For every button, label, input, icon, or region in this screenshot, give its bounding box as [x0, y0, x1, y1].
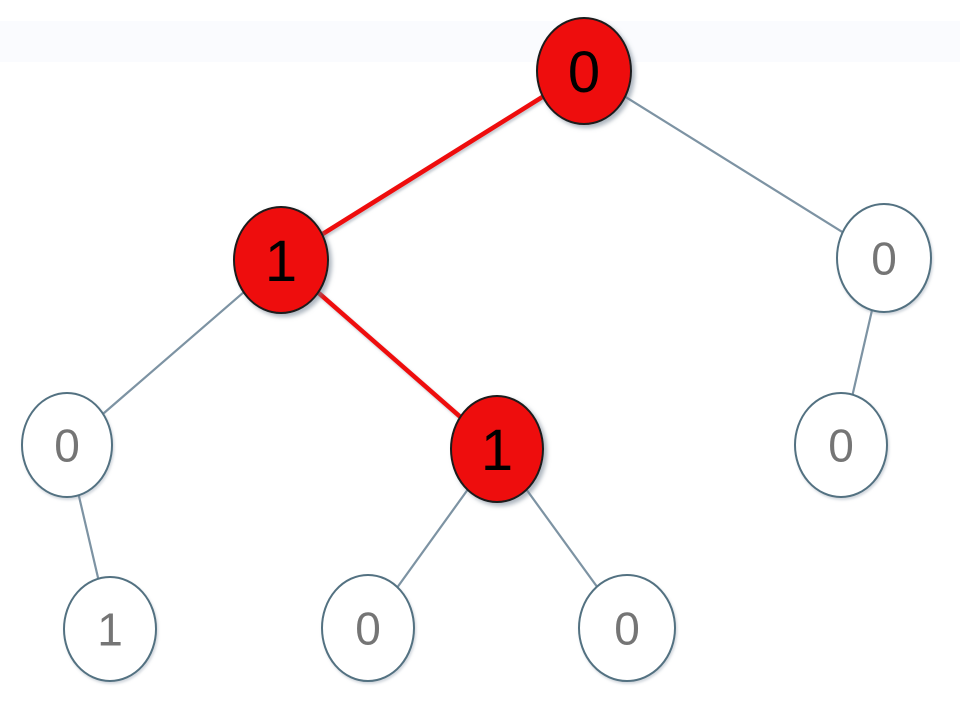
highlighted-node-circle[interactable] — [450, 395, 544, 503]
top-banner — [0, 21, 960, 62]
tree-node-LRL[interactable]: 0 — [321, 574, 415, 682]
tree-node-LR[interactable]: 1 — [450, 395, 544, 503]
tree-node-RR[interactable]: 0 — [794, 392, 888, 498]
tree-node-root[interactable]: 0 — [536, 17, 632, 125]
tree-edge-root-L — [279, 69, 586, 262]
node-circle[interactable] — [321, 574, 415, 682]
node-circle[interactable] — [794, 392, 888, 498]
tree-node-LLL[interactable]: 1 — [63, 576, 157, 682]
highlighted-node-circle[interactable] — [536, 17, 632, 125]
highlighted-node-circle[interactable] — [233, 206, 329, 314]
node-circle[interactable] — [21, 392, 113, 498]
tree-node-LRR[interactable]: 0 — [578, 574, 676, 682]
node-circle[interactable] — [836, 203, 932, 313]
tree-node-L[interactable]: 1 — [233, 206, 329, 314]
edges-layer — [65, 69, 886, 630]
tree-edge-root-R — [583, 70, 885, 259]
tree-node-LL[interactable]: 0 — [21, 392, 113, 498]
node-circle[interactable] — [578, 574, 676, 682]
node-circle[interactable] — [63, 576, 157, 682]
tree-node-R[interactable]: 0 — [836, 203, 932, 313]
